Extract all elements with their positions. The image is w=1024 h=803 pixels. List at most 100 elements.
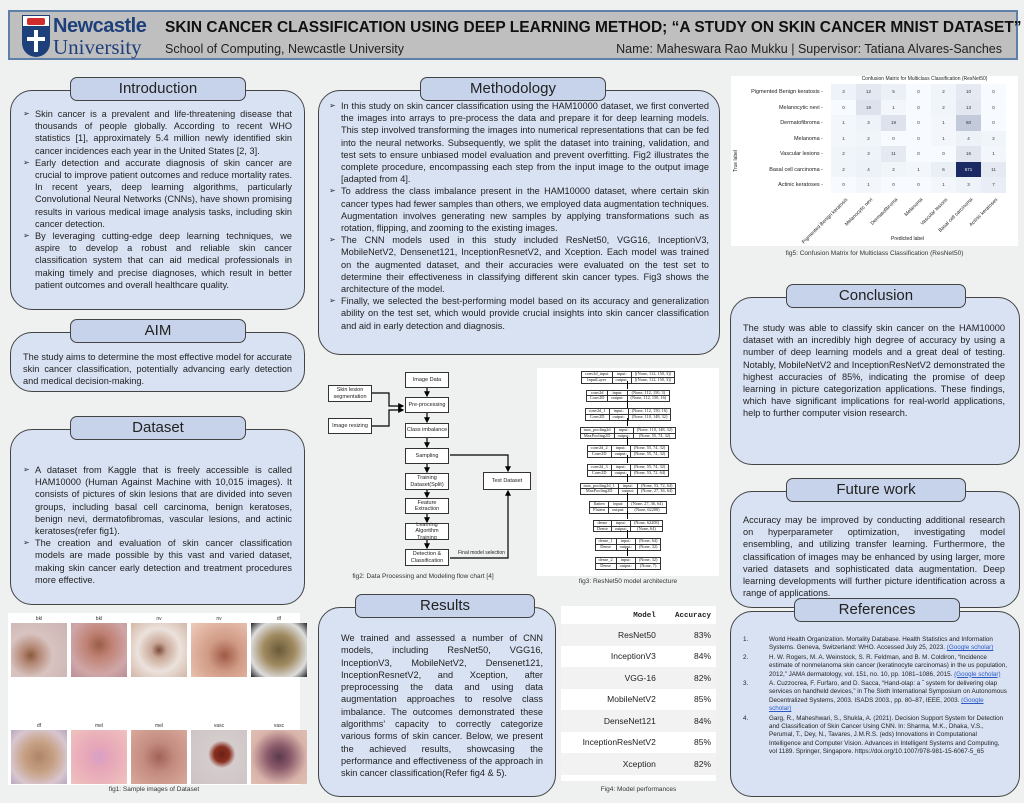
heatmap-cell: 1 <box>831 115 856 131</box>
author-supervisor: Name: Maheswara Rao Mukku | Supervisor: … <box>616 42 1002 56</box>
heatmap-cell: 2 <box>881 161 906 177</box>
skin-lesion-image <box>191 623 247 677</box>
heatmap-cell: 0 <box>906 177 931 193</box>
image-label: mel <box>154 723 164 729</box>
heatmap-cell: 3 <box>831 84 856 100</box>
heatmap-cell: 2 <box>856 130 881 146</box>
flow-step: Detection & Classification <box>405 549 449 566</box>
logo-text-line1: Newcastle <box>53 15 147 37</box>
google-scholar-link[interactable]: (Google scholar) <box>769 696 984 713</box>
heatmap-cell: 0 <box>906 115 931 131</box>
image-label: vasc <box>213 723 225 729</box>
skin-lesion-image <box>11 730 67 784</box>
layer-cell: output: <box>611 376 632 384</box>
layer-cell: Conv2D <box>585 395 609 403</box>
methodology-bullet: In this study on skin cancer classificat… <box>329 100 709 185</box>
heatmap-cell: 5 <box>881 84 906 100</box>
school-name: School of Computing, Newcastle Universit… <box>165 42 404 56</box>
methodology-bullet: Finally, we selected the best-performing… <box>329 295 709 332</box>
layer-cell: (None, 55, 74, 32) <box>632 432 677 440</box>
accuracy-cell: 83% <box>660 624 716 646</box>
skin-lesion-image <box>191 730 247 784</box>
skin-lesion-image <box>71 623 127 677</box>
layer-cell: (None, 7) <box>634 562 662 570</box>
heatmap-cell: 2 <box>831 146 856 162</box>
fig5-caption: fig5: Confusion Matrix for Multiclass Cl… <box>785 250 964 257</box>
heatmap-cell: 3 <box>856 115 881 131</box>
future-work-text: Accuracy may be improved by conducting a… <box>743 515 1005 599</box>
column-header-model: Model <box>633 612 656 620</box>
references-panel: 1.World Health Organization. Mortality D… <box>730 611 1020 797</box>
reference-item: 1.World Health Organization. Mortality D… <box>737 636 1007 653</box>
university-shield-icon <box>22 15 50 57</box>
layer-cell: (None, 53, 72, 64) <box>629 469 670 477</box>
layer-cell: MaxPooling2D <box>579 488 619 496</box>
column-tick-label: Vascular lesions <box>919 196 950 227</box>
model-cell: DenseNet121 <box>561 710 661 732</box>
row-tick-label: Melanocytic nevi - <box>778 104 823 111</box>
layer-cell: input: <box>615 557 636 564</box>
skin-lesion-image <box>251 623 307 677</box>
skin-lesion-image <box>131 730 187 784</box>
layer-cell: output: <box>610 525 631 533</box>
heatmap-cell: 2 <box>931 84 956 100</box>
heatmap-cell: 0 <box>881 130 906 146</box>
heatmap-cell: 1 <box>931 177 956 193</box>
layer-cell: input: <box>610 519 631 527</box>
layer-cell: Conv2D <box>586 469 612 477</box>
flow-side-input: Skin lesion segmentation <box>328 385 372 402</box>
layer-cell: input: <box>615 538 636 546</box>
layer-arrow <box>627 455 628 464</box>
skin-lesion-image <box>11 623 67 677</box>
aim-heading: AIM <box>70 319 246 343</box>
accuracy-cell: 84% <box>660 710 716 732</box>
layer-cell: (None, 27, 36, 64) <box>636 488 677 496</box>
google-scholar-link[interactable]: (Google scholar) <box>946 644 994 652</box>
layer-cell: (None, 55, 74, 32) <box>629 451 670 458</box>
row-tick-label: Melanoma - <box>793 135 823 142</box>
layer-cell: (None, 32) <box>634 557 662 564</box>
row-tick-label: Basal cell carcinoma - <box>769 166 823 173</box>
image-label: mel <box>94 723 104 729</box>
flowchart-arrows <box>371 388 511 559</box>
conclusion-text: The study was able to classify skin canc… <box>743 323 1005 419</box>
layer-arrow <box>627 474 628 482</box>
accuracy-cell: 84% <box>693 651 711 662</box>
introduction-panel: Skin cancer is a prevalent and life-thre… <box>10 90 305 310</box>
model-cell: Xception <box>561 753 661 775</box>
heatmap-cell: 1 <box>931 115 956 131</box>
image-label: bkl <box>95 616 103 622</box>
x-axis-label: Predicted label <box>891 236 925 242</box>
heatmap-cell: 1 <box>906 161 931 177</box>
heatmap-cell: 1 <box>856 177 881 193</box>
layer-cell: output: <box>610 451 631 458</box>
reference-number: 1. <box>743 636 749 643</box>
layer-arrow <box>627 492 628 501</box>
results-text: We trained and assessed a number of CNN … <box>341 633 543 779</box>
heatmap-cell: 4 <box>856 161 881 177</box>
skin-lesion-image <box>131 623 187 677</box>
intro-bullet: Early detection and accurate diagnosis o… <box>23 157 292 230</box>
row-tick-label: Pigmented Benign keratosis - <box>751 89 823 95</box>
google-scholar-link[interactable]: (Google scholar) <box>954 670 1001 678</box>
heatmap-cell: 4 <box>956 130 981 146</box>
reference-number: 2. <box>743 653 749 661</box>
heatmap-cell: 2 <box>981 130 1006 146</box>
heatmap-cell: 0 <box>981 99 1006 115</box>
conclusion-panel: The study was able to classify skin canc… <box>730 297 1020 465</box>
future-work-heading: Future work <box>786 478 966 502</box>
layer-arrow <box>627 381 628 389</box>
accuracy-cell: 85% <box>693 694 711 705</box>
